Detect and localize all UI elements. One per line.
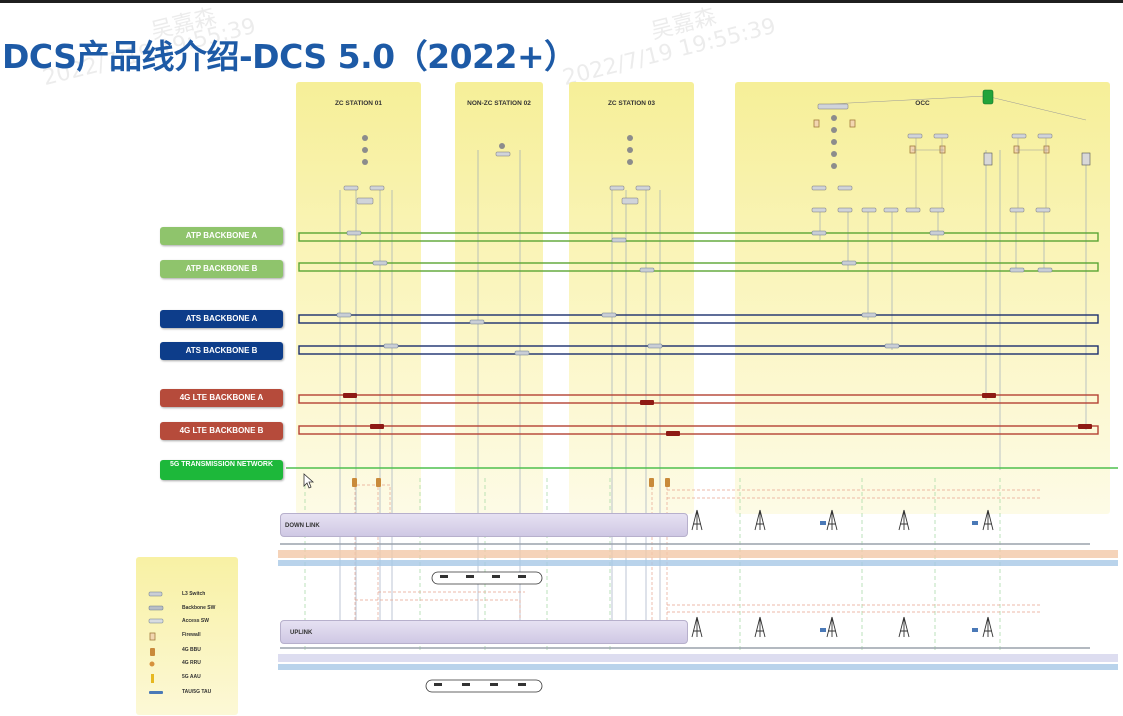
legend-item: 4G BBU bbox=[136, 645, 238, 657]
access-switch-icon bbox=[148, 618, 164, 624]
legend-item: Backbone SW bbox=[136, 603, 238, 615]
legend-label: Firewall bbox=[182, 632, 201, 638]
zone-label: ZC STATION 03 bbox=[607, 100, 656, 107]
zone-label: ZC STATION 01 bbox=[334, 100, 383, 107]
mouse-cursor-icon bbox=[303, 473, 315, 489]
legend-label: 4G RRU bbox=[182, 660, 201, 666]
5g-transmission-label: 5G TRANSMISSION NETWORK bbox=[160, 460, 283, 480]
ats-backbone-b-line bbox=[298, 345, 1099, 355]
legend-item: TAU/5G TAU bbox=[136, 687, 238, 699]
ats-backbone-a-label: ATS BACKBONE A bbox=[160, 310, 283, 328]
legend-label: Backbone SW bbox=[182, 605, 216, 611]
legend-item: 4G RRU bbox=[136, 658, 238, 670]
top-rule bbox=[0, 0, 1123, 3]
aau-icon bbox=[151, 674, 154, 683]
zone-occ: OCC bbox=[735, 82, 1110, 514]
zone-zc-station-01: ZC STATION 01 bbox=[296, 82, 421, 514]
atp-backbone-a-label: ATP BACKBONE A bbox=[160, 227, 283, 245]
atp-backbone-b-label: ATP BACKBONE B bbox=[160, 260, 283, 278]
zone-label: NON-ZC STATION 02 bbox=[467, 100, 531, 107]
downlink-band bbox=[280, 513, 688, 537]
ats-backbone-b-label: ATS BACKBONE B bbox=[160, 342, 283, 360]
l3-switch-icon bbox=[148, 591, 163, 597]
legend-label: 4G BBU bbox=[182, 647, 201, 653]
lte-backbone-a-line bbox=[298, 394, 1099, 404]
rru-icon bbox=[149, 661, 155, 667]
ats-backbone-a-line bbox=[298, 314, 1099, 324]
legend-item: Access SW bbox=[136, 616, 238, 628]
zone-zc-station-03: ZC STATION 03 bbox=[569, 82, 694, 514]
tau-icon bbox=[149, 691, 163, 694]
uplink-label: UPLINK bbox=[290, 630, 313, 636]
downlink-label: DOWN LINK bbox=[285, 523, 320, 529]
atp-backbone-b-line bbox=[298, 262, 1099, 272]
firewall-icon bbox=[149, 632, 156, 641]
legend-item: 5G AAU bbox=[136, 672, 238, 684]
legend-item: Firewall bbox=[136, 630, 238, 642]
backbone-switch-icon bbox=[148, 605, 164, 611]
legend-item: L3 Switch bbox=[136, 589, 238, 601]
legend: L3 Switch Backbone SW Access SW Firewall… bbox=[136, 557, 238, 715]
uplink-band bbox=[280, 620, 688, 644]
lte-backbone-b-label: 4G LTE BACKBONE B bbox=[160, 422, 283, 440]
bbu-icon bbox=[150, 648, 155, 656]
lte-backbone-b-line bbox=[298, 425, 1099, 435]
legend-label: L3 Switch bbox=[182, 591, 206, 597]
legend-label: TAU/5G TAU bbox=[182, 689, 212, 695]
legend-label: 5G AAU bbox=[182, 674, 201, 680]
zone-label: OCC bbox=[915, 100, 930, 107]
lte-backbone-a-label: 4G LTE BACKBONE A bbox=[160, 389, 283, 407]
atp-backbone-a-line bbox=[298, 232, 1099, 242]
page-title: DCS产品线介绍-DCS 5.0（2022+） bbox=[2, 37, 577, 76]
legend-label: Access SW bbox=[182, 618, 209, 624]
